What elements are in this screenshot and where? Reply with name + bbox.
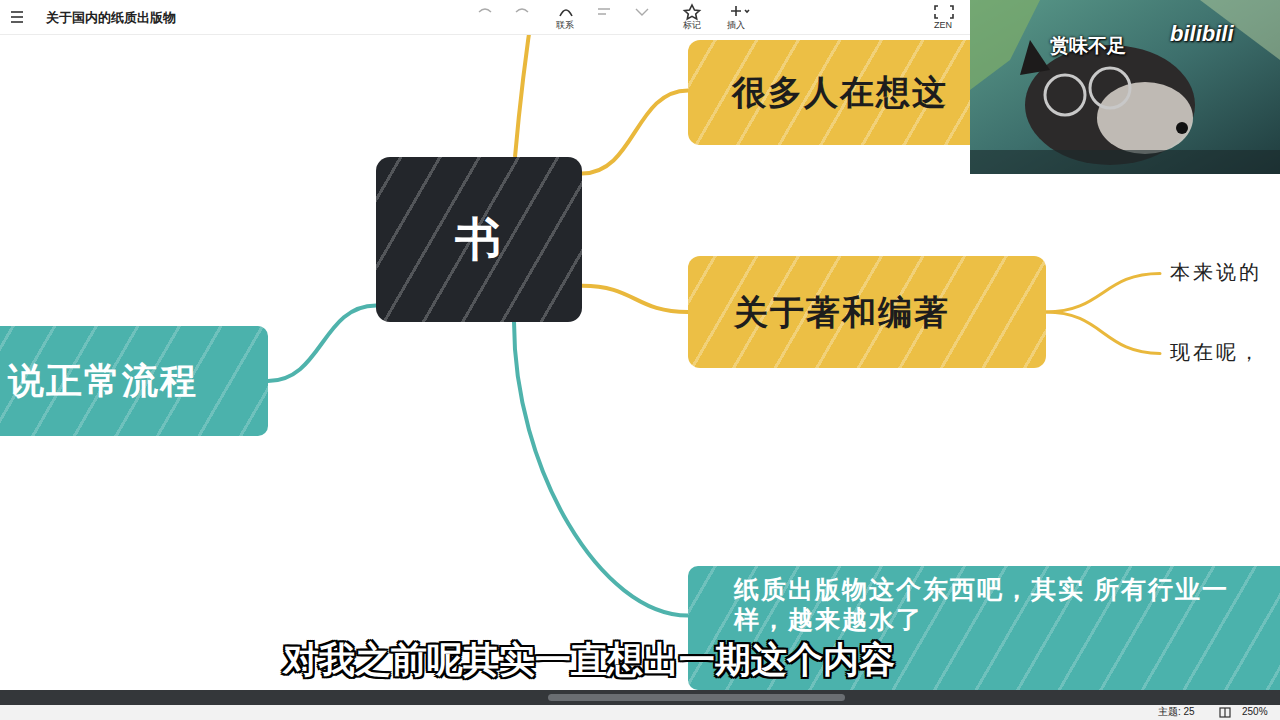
branch-line [582,286,688,312]
branch-line [1046,273,1160,312]
scroll-thumb [548,694,845,701]
tool-icon [560,5,953,19]
subtitle: 对我之前呢其实一直想出一期这个内容 [283,640,895,680]
toolbar-label: 插入 [727,21,745,31]
webcam-name: 赏味不足 [1050,36,1126,57]
branch-line [268,306,376,382]
topic-text: 关于著和编著 [734,292,950,333]
status-text: 250% [1242,706,1268,717]
glasses [1045,75,1085,115]
toolbar-label: ZEN [934,21,952,31]
watermark: bilibili [1170,22,1234,46]
status-icon [1219,707,1231,718]
branch-line [582,90,688,173]
topic-text: 现在呢， [1170,340,1262,364]
central-topic: 书 [376,157,582,322]
branch-line [515,0,534,157]
topic-text: 书 [455,212,503,267]
webcam-shadow [970,150,1280,174]
topic-text: 说正常流程 [8,359,198,402]
tool-icon [479,9,648,15]
subtopic-text: 本来说的 [1166,258,1266,286]
topic-text: 很多人在想这 [732,72,948,113]
menu-icon [11,12,23,22]
animal-ear [1020,40,1050,75]
topic-text: 纸质出版物这个东西吧，其实 所有行业一样，越来越水了 [734,574,1254,634]
branch-topic: 关于著和编著 [688,256,1046,368]
document-title: 关于国内的纸质出版物 [46,9,176,27]
branch-topic: 说正常流程 [0,326,268,436]
subtopic-text: 现在呢， [1166,338,1266,366]
branch-line [1046,312,1160,353]
animal-nose [1176,122,1188,134]
status-text: 主题: 25 [1158,706,1195,717]
topic-text: 本来说的 [1170,260,1262,284]
branch-topic: 很多人在想这 [688,40,1018,145]
webcam-frame [970,0,1280,174]
branch-line [514,322,688,616]
animal-muzzle [1097,82,1193,154]
toolbar-label: 标记 [683,21,701,31]
toolbar-label: 联系 [556,21,574,31]
glasses [1090,68,1130,108]
status-bar [0,705,1280,720]
animal-head [1025,45,1195,165]
